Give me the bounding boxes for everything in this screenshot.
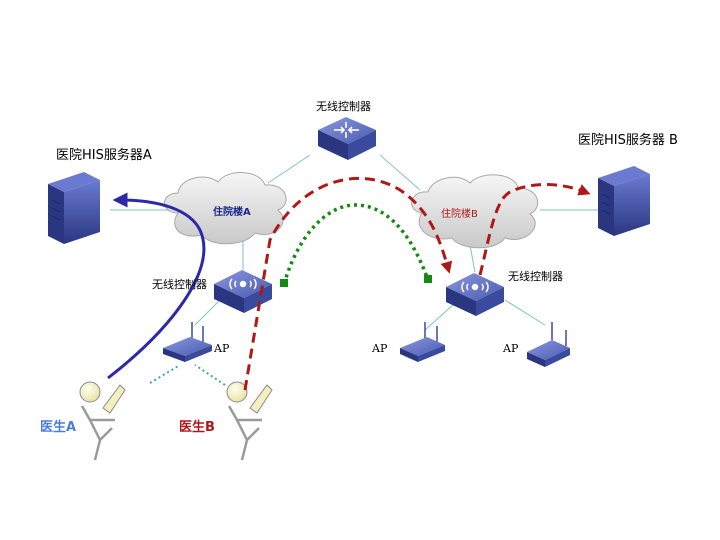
link-controller-cloud-a: [267, 154, 311, 184]
server-icon-b: [598, 166, 650, 236]
controller-top-label: 无线控制器: [316, 100, 371, 113]
link-controller-ap-right: [504, 299, 546, 326]
ap-right-label: AP: [503, 342, 519, 355]
doctor-a-label: 医生A: [40, 420, 77, 435]
building-b-label: 住院楼B: [441, 209, 478, 220]
network-links: [110, 154, 600, 386]
doctor-b-label: 医生B: [179, 420, 215, 435]
link-controller-ap-mid: [424, 302, 456, 331]
link-controller-ap-left: [194, 299, 221, 326]
user-laptop-icon-doctor-b: [226, 381, 273, 461]
server-icon-a: [48, 172, 100, 244]
path-controller-tunnel: [282, 203, 430, 285]
link-controller-cloud-b: [379, 154, 421, 191]
tunnel-endpoint-right: [424, 275, 432, 283]
wireless-link-doctor-b: [194, 364, 226, 386]
path-doctor-b-to-server: [478, 183, 591, 276]
user-laptop-icon-doctor-a: [79, 381, 126, 461]
controller-icon-right: [446, 273, 504, 316]
access-point-icon-right: [527, 322, 570, 367]
path-doctor-a: [107, 192, 206, 380]
server-a-label: 医院HIS服务器A: [56, 148, 152, 163]
controller-left-label: 无线控制器: [152, 278, 207, 291]
controller-icon-top: [318, 117, 376, 160]
access-point-icon-mid: [400, 322, 445, 362]
ap-left-label: AP: [214, 342, 230, 355]
server-b-label: 医院HIS服务器 B: [578, 133, 678, 148]
building-a-label: 住院楼A: [213, 207, 251, 218]
cloud-icon-building-a: [164, 172, 287, 245]
access-point-icon-left: [163, 322, 212, 362]
controller-right-label: 无线控制器: [508, 270, 563, 283]
wireless-link-doctor-a: [149, 364, 181, 384]
path-doctor-b-to-controller: [243, 176, 453, 391]
link-cloud-b-controller: [469, 244, 476, 273]
controller-icon-left: [214, 270, 272, 313]
ap-mid-label: AP: [372, 342, 388, 355]
tunnel-endpoint-left: [280, 279, 288, 287]
